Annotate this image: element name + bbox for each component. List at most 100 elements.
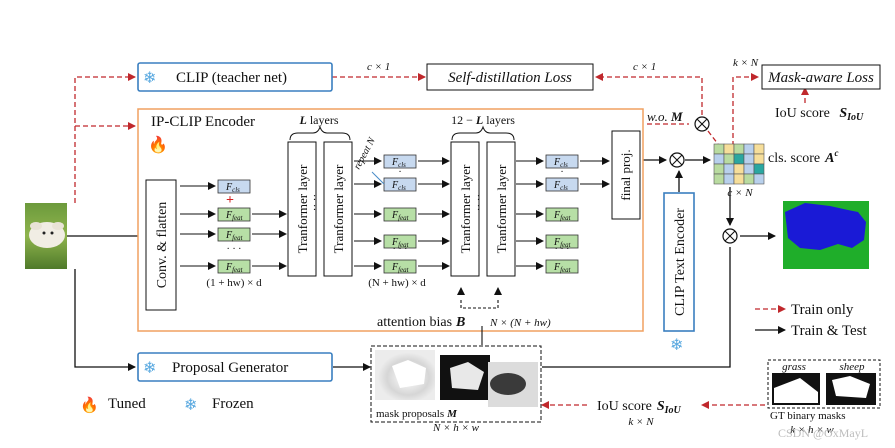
score-cell — [753, 143, 765, 155]
feat-token: Ffeat — [545, 234, 579, 249]
score-cell — [753, 173, 765, 185]
snowflake-icon: ❄ — [143, 360, 156, 377]
feat-token: Ffeat — [545, 259, 579, 274]
score-cell — [753, 153, 765, 165]
vertical-ellipsis: : — [477, 201, 480, 213]
train-test-connections — [67, 156, 776, 371]
dim-kn-top: k × N — [733, 57, 759, 69]
transformer-layer-label: Tranformer layer — [295, 164, 310, 253]
svg-text:Fcls: Fcls — [553, 157, 568, 169]
vertical-ellipsis: : — [313, 201, 316, 213]
self-distillation-label: Self-distillation Loss — [448, 70, 572, 86]
clip-teacher-label: CLIP (teacher net) — [176, 70, 287, 86]
legend-frozen: Frozen — [212, 396, 254, 412]
encoder-title: IP-CLIP Encoder — [151, 114, 255, 130]
mid-dim-label: (N + hw) × d — [368, 277, 426, 289]
vertical-ellipsis: : — [477, 191, 480, 203]
mask-proposals-dim: N × h × w — [432, 422, 480, 434]
iou-score-top: IoU score SIoU — [775, 106, 864, 123]
legend-tuned: Tuned — [108, 396, 146, 412]
input-image — [25, 203, 67, 269]
feat-token: Ffeat — [383, 234, 417, 249]
score-cell — [723, 153, 735, 165]
conv-flatten-label: Conv. & flatten — [155, 202, 170, 289]
feat-token: Ffeat — [217, 207, 251, 222]
gt-grass-label: grass — [782, 361, 806, 373]
feat-token: Ffeat — [545, 207, 579, 222]
watermark: CSDN @OxMayL — [778, 426, 868, 440]
score-cell — [753, 163, 765, 175]
svg-text:Ffeat: Ffeat — [225, 230, 244, 242]
mask-proposals — [370, 345, 542, 423]
score-cell — [733, 173, 745, 185]
feat-token: Ffeat — [217, 259, 251, 274]
transformer-layer-2: Tranformer layer — [323, 141, 353, 277]
svg-text:Fcls: Fcls — [391, 157, 406, 169]
dim-c1-left: c × 1 — [367, 61, 390, 73]
svg-text:Ffeat: Ffeat — [553, 210, 572, 222]
text-encoder-label: CLIP Text Encoder — [673, 208, 688, 316]
final-proj-label: final proj. — [618, 149, 633, 200]
transformer-layers: Tranformer layer Tranformer layer Tranform… — [287, 141, 516, 277]
transformer-layer-4: Tranformer layer — [486, 141, 516, 277]
svg-text:Ffeat: Ffeat — [225, 262, 244, 274]
ellipsis: · · · — [555, 244, 570, 255]
score-cell — [723, 163, 735, 175]
score-cell — [743, 153, 755, 165]
legend: 🔥 Tuned ❄ Frozen Train only Train & Test — [80, 302, 867, 414]
gt-masks-dim: k × h × w — [790, 424, 834, 436]
ellipsis: · — [398, 167, 401, 178]
wo-m-label: w.o. M — [647, 109, 683, 124]
feat-token: Ffeat — [383, 207, 417, 222]
proposal-generator-label: Proposal Generator — [172, 360, 288, 376]
score-cell — [733, 143, 745, 155]
transformer-layer-label: Tranformer layer — [331, 164, 346, 253]
score-cell — [743, 143, 755, 155]
cls-token: Fcls — [545, 177, 579, 192]
repeat-arrow — [371, 171, 385, 185]
dim-c1-right: c × 1 — [633, 61, 656, 73]
svg-text:Fcls: Fcls — [553, 180, 568, 192]
svg-text:Ffeat: Ffeat — [225, 210, 244, 222]
clip-teacher-net: ❄ CLIP (teacher net) — [137, 62, 333, 92]
proposal-generator: ❄ Proposal Generator — [137, 352, 333, 382]
svg-text:Ffeat: Ffeat — [553, 262, 572, 274]
mask-aware-loss: Mask-aware Loss — [761, 64, 881, 90]
transformer-layer-label: Tranformer layer — [494, 164, 509, 253]
cls-token: Fcls — [383, 177, 417, 192]
plus-icon: + — [226, 193, 234, 208]
transformer-layer-1: Tranformer layer — [287, 141, 317, 277]
train-only-connections — [74, 73, 809, 409]
legend-train-test: Train & Test — [791, 323, 867, 339]
score-cell — [713, 173, 725, 185]
conv-flatten-block: Conv. & flatten — [145, 179, 177, 311]
l-layers-brace — [289, 125, 351, 141]
rest-layers-brace — [451, 125, 515, 141]
score-cell — [723, 143, 735, 155]
transformer-layer-label: Tranformer layer — [458, 164, 473, 253]
flame-icon: 🔥 — [80, 396, 99, 414]
self-distillation-loss: Self-distillation Loss — [426, 63, 594, 91]
transformer-layer-3: Tranformer layer — [450, 141, 480, 277]
ellipsis: · — [560, 167, 563, 178]
svg-text:Fcls: Fcls — [391, 180, 406, 192]
score-cell — [713, 163, 725, 175]
gt-masks-label: GT binary masks — [770, 410, 846, 422]
score-cell — [743, 173, 755, 185]
score-cell — [713, 153, 725, 165]
vertical-ellipsis: : — [313, 191, 316, 203]
iou-bottom-dim: k × N — [628, 416, 654, 428]
feat-token: Ffeat — [217, 227, 251, 242]
svg-text:Fcls: Fcls — [225, 182, 240, 194]
svg-text:Ffeat: Ffeat — [391, 237, 410, 249]
score-cell — [723, 173, 735, 185]
svg-text:Ffeat: Ffeat — [553, 237, 572, 249]
cls-token: Fcls — [217, 179, 251, 194]
